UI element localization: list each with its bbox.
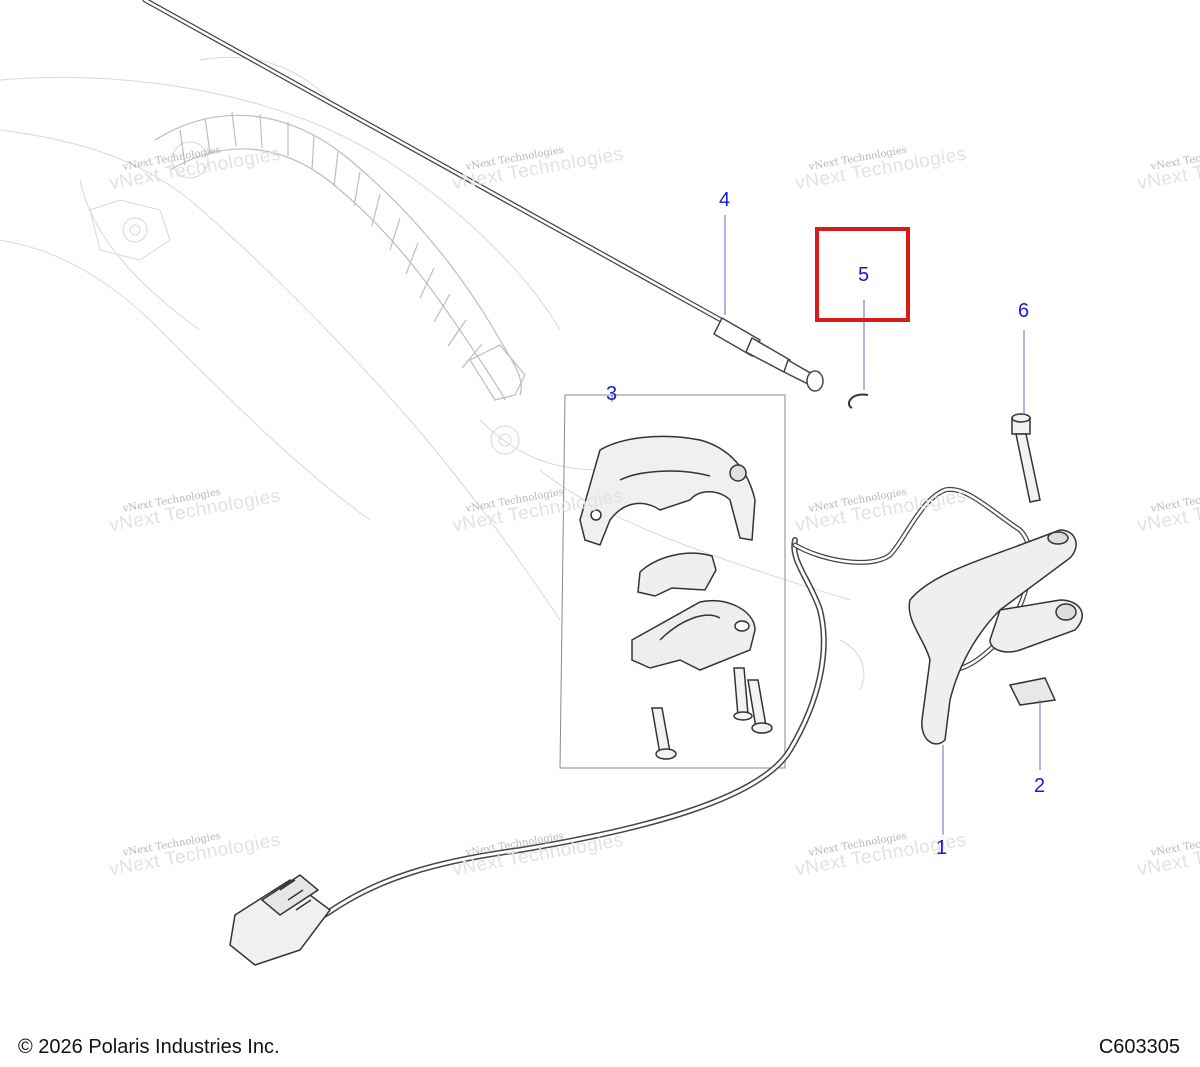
callout-1[interactable]: 1 (936, 837, 948, 859)
leader-lines (611, 215, 1041, 835)
callout-4[interactable]: 4 (719, 189, 731, 211)
wiring-harness (242, 537, 827, 948)
housing-upper (579, 435, 756, 546)
wiring-harness-inner (243, 538, 826, 947)
housing-screws (651, 667, 773, 760)
connector-plug (229, 874, 332, 966)
ghost-tire (154, 111, 526, 401)
brake-lever-part (908, 529, 1083, 745)
callout-5[interactable]: 5 (858, 264, 870, 286)
callout-highlight-box (815, 227, 910, 322)
callout-2[interactable]: 2 (1034, 775, 1046, 797)
retaining-clip-part (848, 393, 869, 409)
copyright-text: © 2026 Polaris Industries Inc. (18, 1036, 280, 1058)
ghost-frame (0, 56, 865, 691)
diagram-code: C603305 (1098, 1036, 1180, 1058)
group-box (559, 394, 786, 769)
callout-6[interactable]: 6 (1018, 300, 1030, 322)
cable-rod (142, 0, 824, 392)
callout-3[interactable]: 3 (606, 383, 618, 405)
housing-lower (631, 599, 756, 671)
housing-insert (637, 552, 717, 597)
bolt-part (1011, 413, 1041, 503)
